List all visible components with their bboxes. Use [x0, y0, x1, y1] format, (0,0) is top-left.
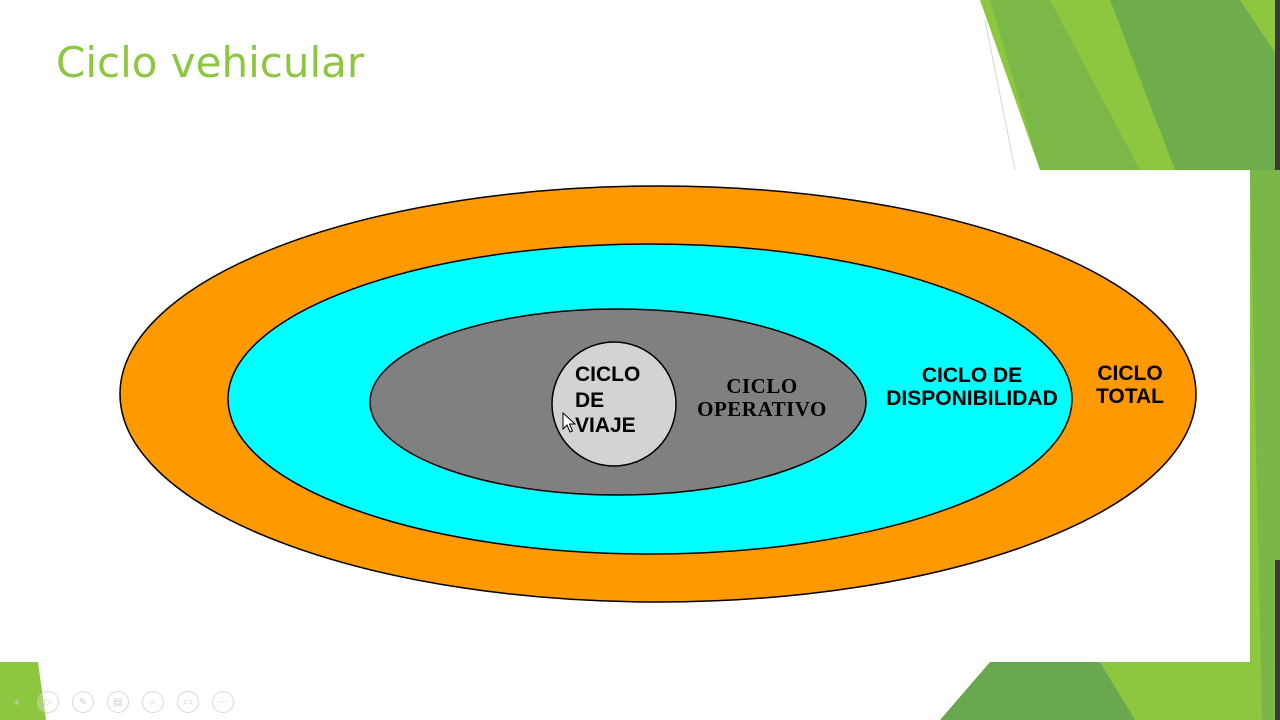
label-line: TOTAL	[1095, 384, 1165, 408]
label-ciclo-total: CICLO TOTAL	[1082, 362, 1178, 408]
label-line: CICLO DE	[921, 364, 1023, 387]
ring-viaje	[551, 341, 677, 467]
label-line: CICLO	[575, 363, 641, 386]
deco-line	[984, 19, 1016, 171]
subtitles-icon[interactable]: ▭	[177, 691, 199, 713]
label-line: DE	[575, 388, 605, 412]
play-icon[interactable]: ▷	[37, 691, 59, 713]
more-icon[interactable]: ⋯	[212, 691, 234, 713]
label-ciclo-operativo: CICLO OPERATIVO	[684, 375, 840, 420]
deco-right-strip-shade	[1250, 170, 1280, 720]
diagram-image: CICLO TOTAL CICLO DE DISPONIBILIDAD CICL…	[0, 170, 1250, 662]
label-ciclo-de-viaje: CICLO DE VIAJE	[575, 363, 665, 438]
scroll-mark-top	[1275, 0, 1280, 170]
label-ciclo-disponibilidad: CICLO DE DISPONIBILIDAD	[872, 364, 1072, 410]
deco-green-bottom-left	[0, 662, 46, 720]
label-line: OPERATIVO	[697, 396, 827, 421]
pen-icon[interactable]: ✎	[72, 691, 94, 713]
label-line: CICLO	[726, 374, 798, 398]
deco-green-bottom-right-light	[1100, 662, 1250, 720]
label-line: VIAJE	[575, 414, 636, 438]
label-line: DISPONIBILIDAD	[886, 386, 1058, 410]
deco-green-top-right-mid	[990, 0, 1140, 170]
slide-title: Ciclo vehicular	[56, 38, 365, 87]
mouse-cursor-icon	[562, 412, 576, 433]
slides-icon[interactable]: ▤	[107, 691, 129, 713]
zoom-icon[interactable]: ⌕	[142, 691, 164, 713]
scroll-mark-bottom	[1275, 560, 1280, 720]
previous-icon[interactable]: ◂	[13, 696, 19, 708]
label-line: CICLO	[1097, 362, 1163, 385]
presentation-toolbar: ◂ ▷ ✎ ▤ ⌕ ▭ ⋯	[8, 690, 234, 714]
deco-green-top-right-dark	[1110, 0, 1280, 170]
nested-cycle-diagram	[119, 185, 1197, 603]
